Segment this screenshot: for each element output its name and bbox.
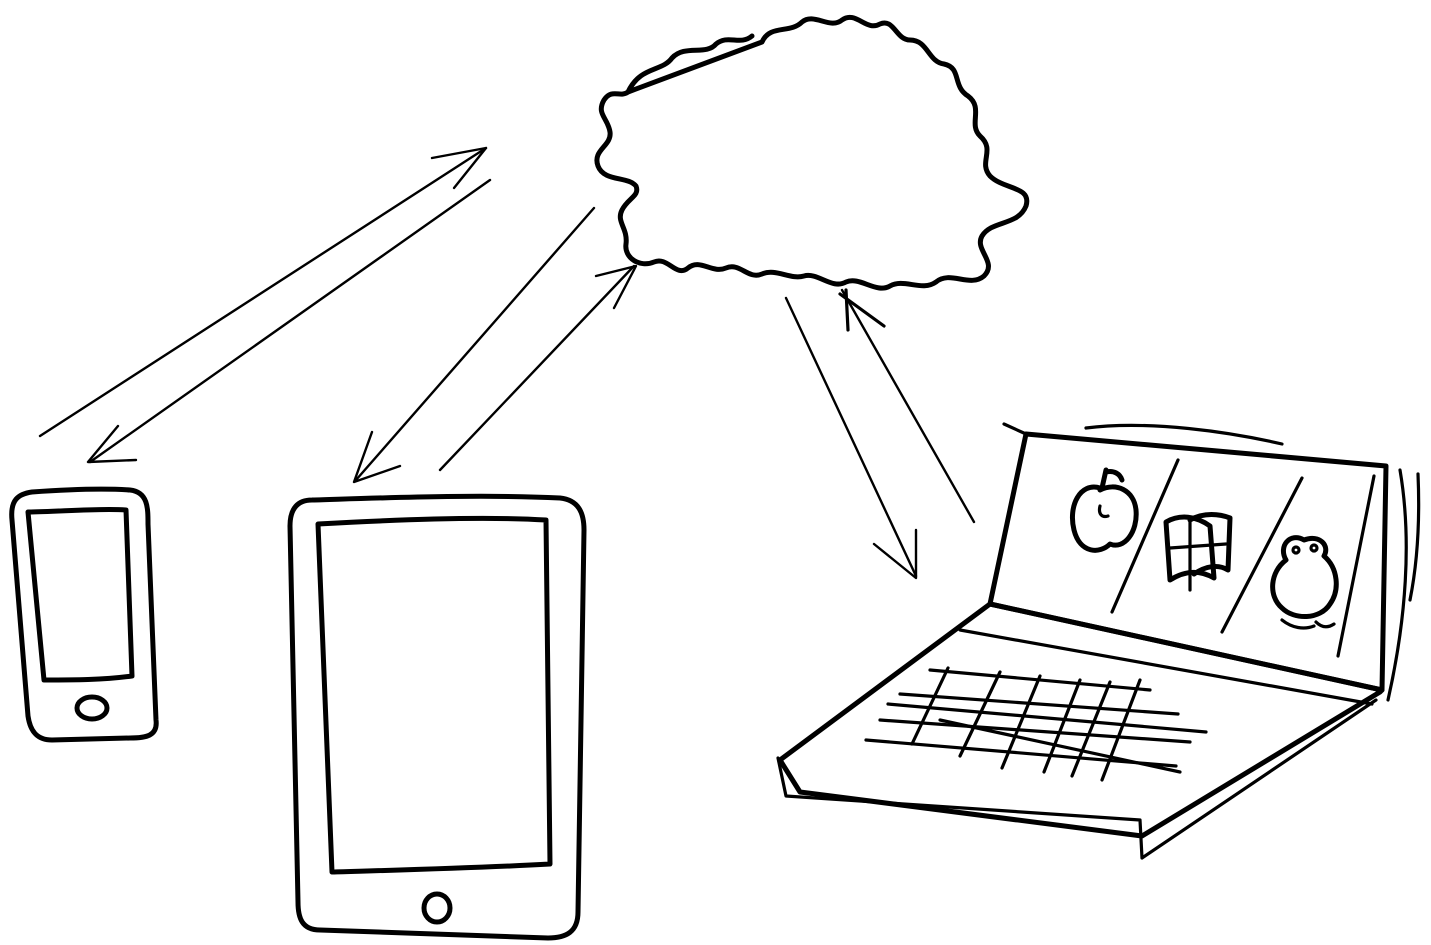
linux-penguin-icon: [1273, 538, 1337, 628]
tablet-cloud-connection: [354, 208, 636, 482]
apple-logo-icon: [1072, 470, 1136, 550]
keyboard-grid: [866, 668, 1206, 780]
phone-cloud-connection: [40, 148, 490, 462]
tablet-icon: [290, 496, 584, 938]
smartphone-icon: [12, 489, 157, 740]
laptop-cloud-connection: [786, 290, 974, 578]
cloud-icon: [597, 17, 1027, 288]
windows-logo-icon: [1166, 515, 1230, 591]
